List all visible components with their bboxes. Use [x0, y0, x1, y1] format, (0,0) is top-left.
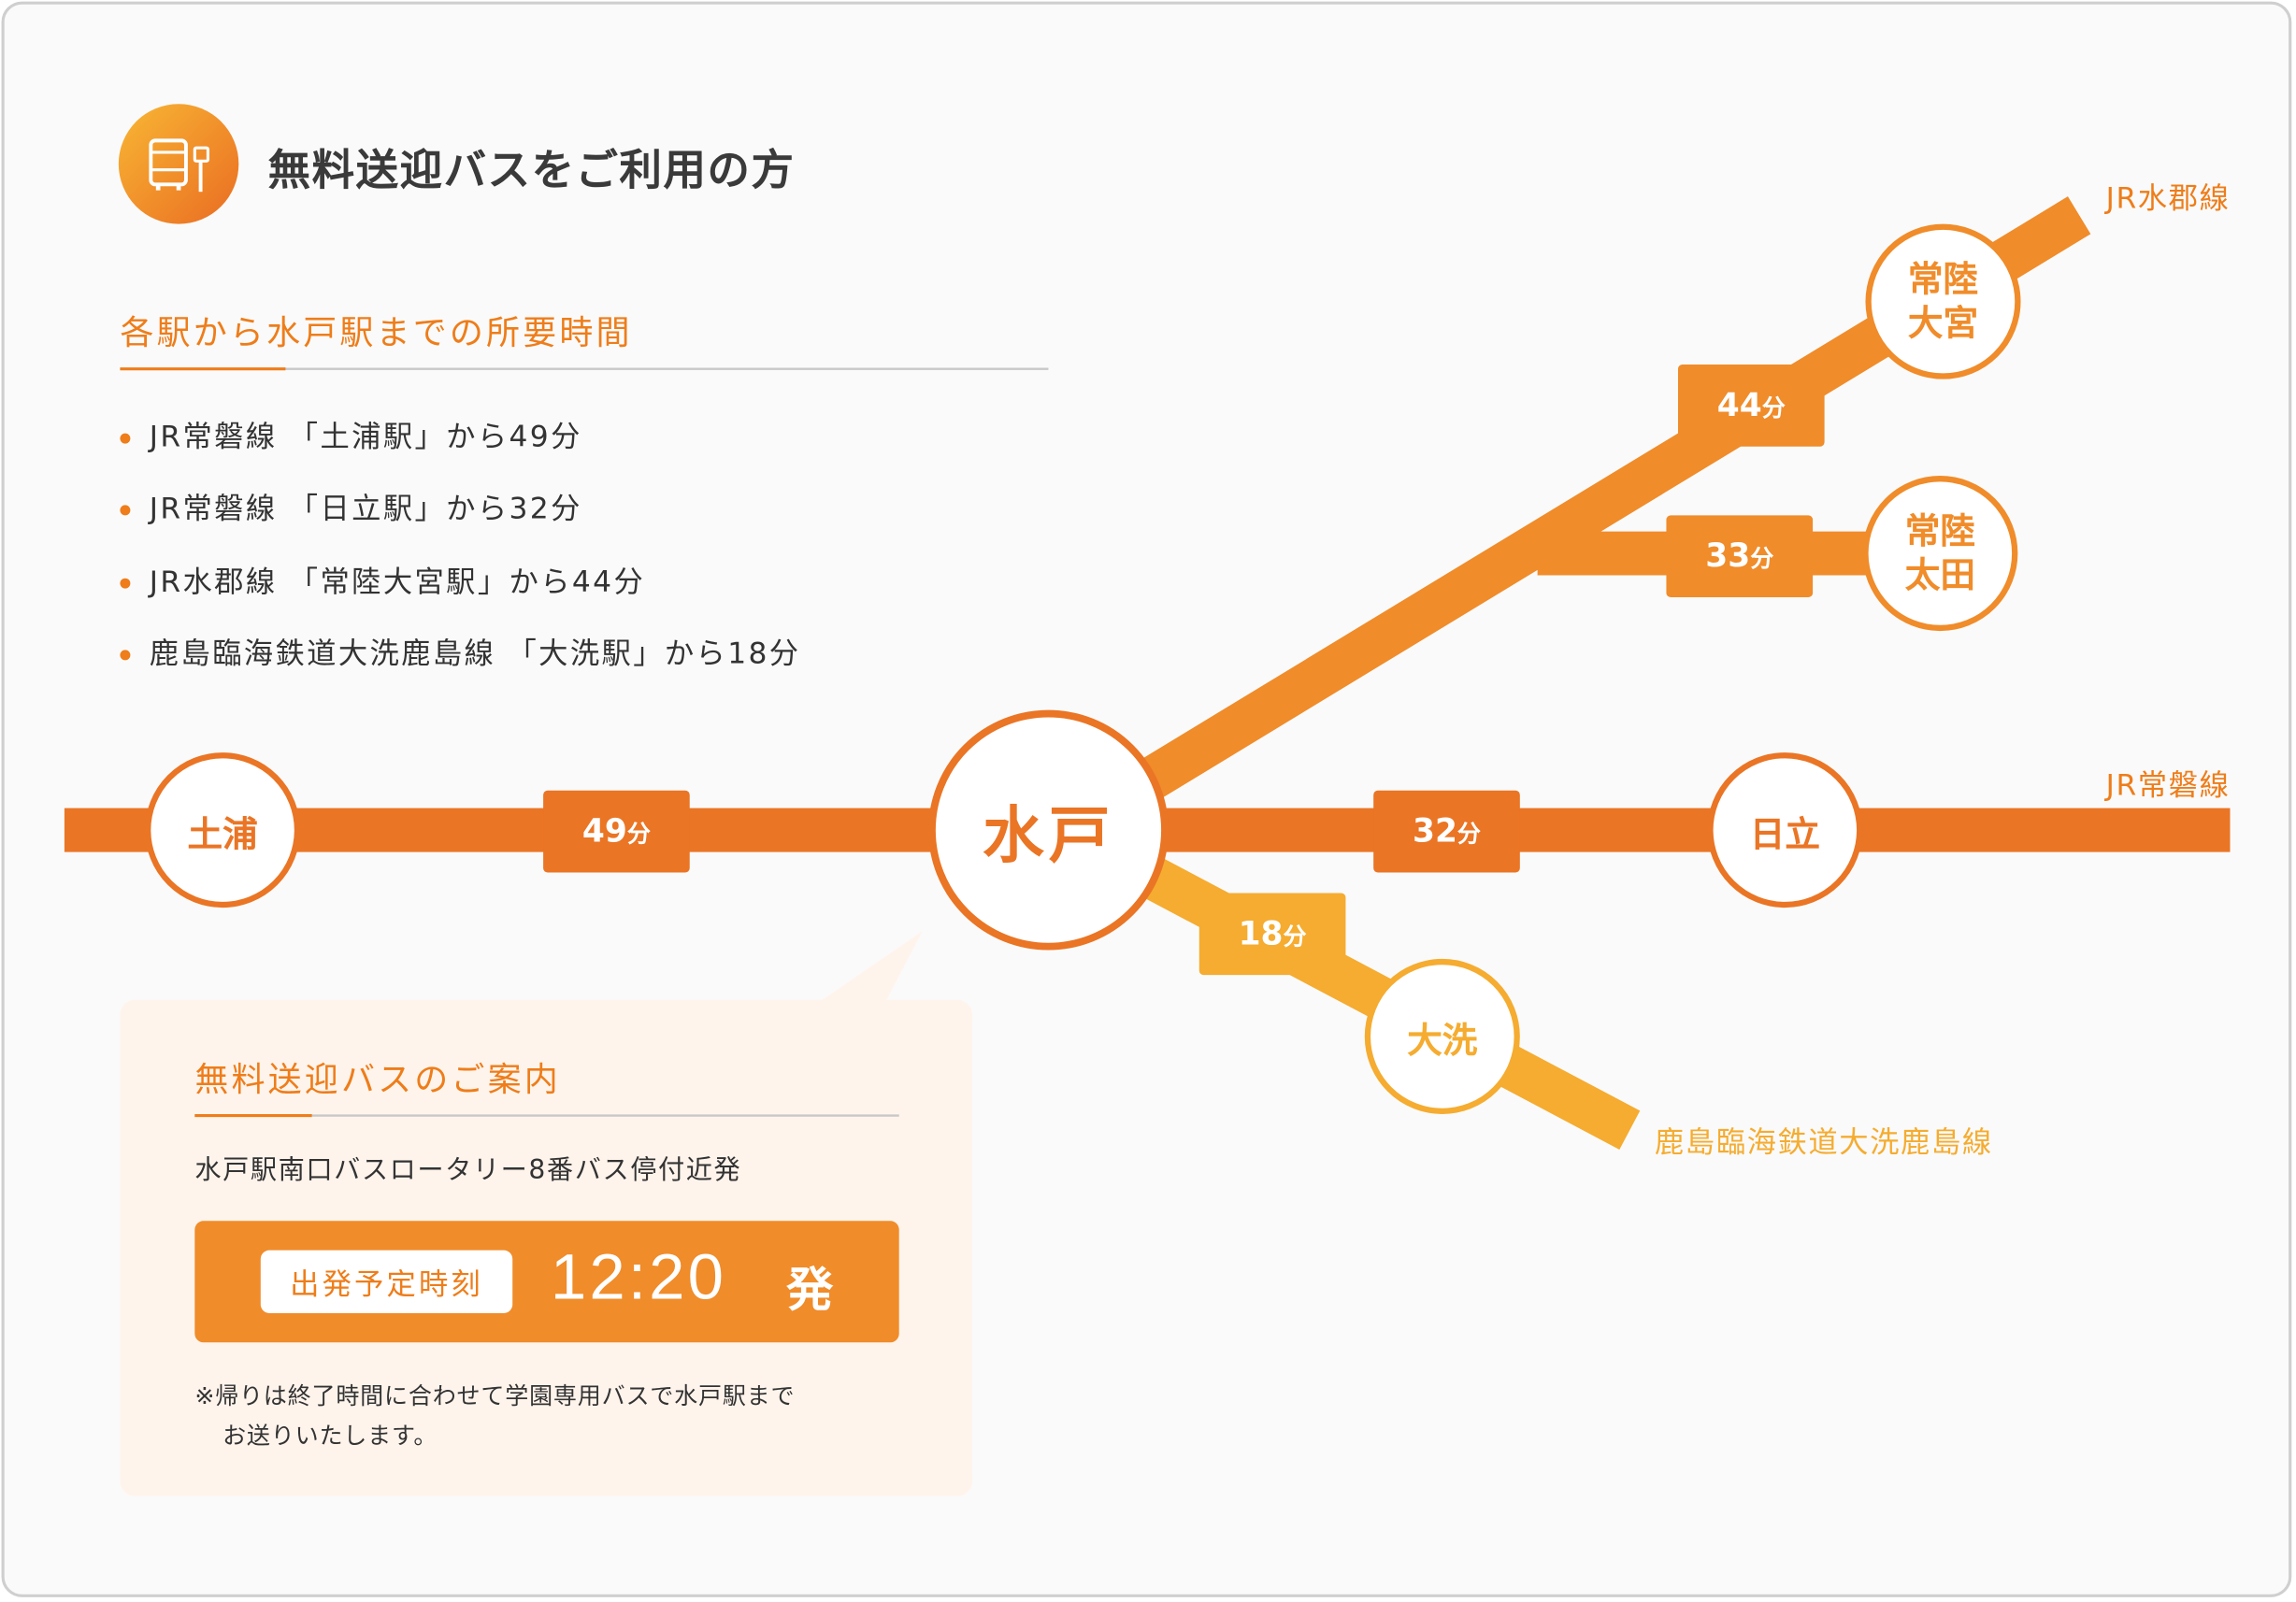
suigun-line-label: JR水郡線: [2105, 179, 2231, 216]
bullet-icon: [120, 433, 131, 444]
station-tsuchiura: 土浦: [145, 752, 301, 908]
station-hitachiota: 常陸太田: [1862, 476, 2018, 632]
oarai-line: [1102, 837, 1641, 1150]
joban-line-label: JR常磐線: [2105, 766, 2231, 803]
list-item: 鹿島臨海鉄道大洗鹿島線 「大洗駅」から18分: [120, 630, 800, 672]
oarai-line-label: 鹿島臨海鉄道大洗鹿島線: [1654, 1123, 1993, 1160]
bus-stop-icon: [118, 104, 239, 224]
travel-times-heading: 各駅から水戸駅までの所要時間: [120, 314, 633, 353]
station-hitachi: 日立: [1707, 752, 1863, 908]
return-note-cont: お送りいたします。: [222, 1421, 438, 1450]
pickup-location: 水戸駅南口バスロータリー8番バス停付近発: [194, 1154, 742, 1186]
station-mito: 水戸: [928, 709, 1169, 951]
station-hitachiomiya: 常陸大宮: [1865, 223, 2021, 379]
list-item: JR水郡線 「常陸大宮駅」から44分: [120, 558, 645, 600]
page-title: 無料送迎バスをご利用の方: [267, 145, 796, 195]
list-item: JR常磐線 「土浦駅」から49分: [120, 413, 581, 455]
bullet-icon: [120, 578, 131, 589]
departure-box: 出発予定時刻 12:20 発: [194, 1221, 899, 1343]
guide-callout-bg: [120, 931, 973, 1496]
return-note: ※帰りは終了時間に合わせて学園専用バスで水戸駅まで: [194, 1381, 796, 1410]
bullet-icon: [120, 505, 131, 516]
departure-label: 出発予定時刻: [260, 1250, 513, 1313]
station-oarai: 大洗: [1364, 958, 1520, 1114]
departure-time: 12:20: [550, 1241, 727, 1313]
departure-suffix: 発: [786, 1262, 834, 1318]
guide-heading: 無料送迎バスのご案内: [194, 1061, 561, 1100]
list-item: JR常磐線 「日立駅」から32分: [120, 484, 581, 526]
bullet-icon: [120, 650, 131, 661]
